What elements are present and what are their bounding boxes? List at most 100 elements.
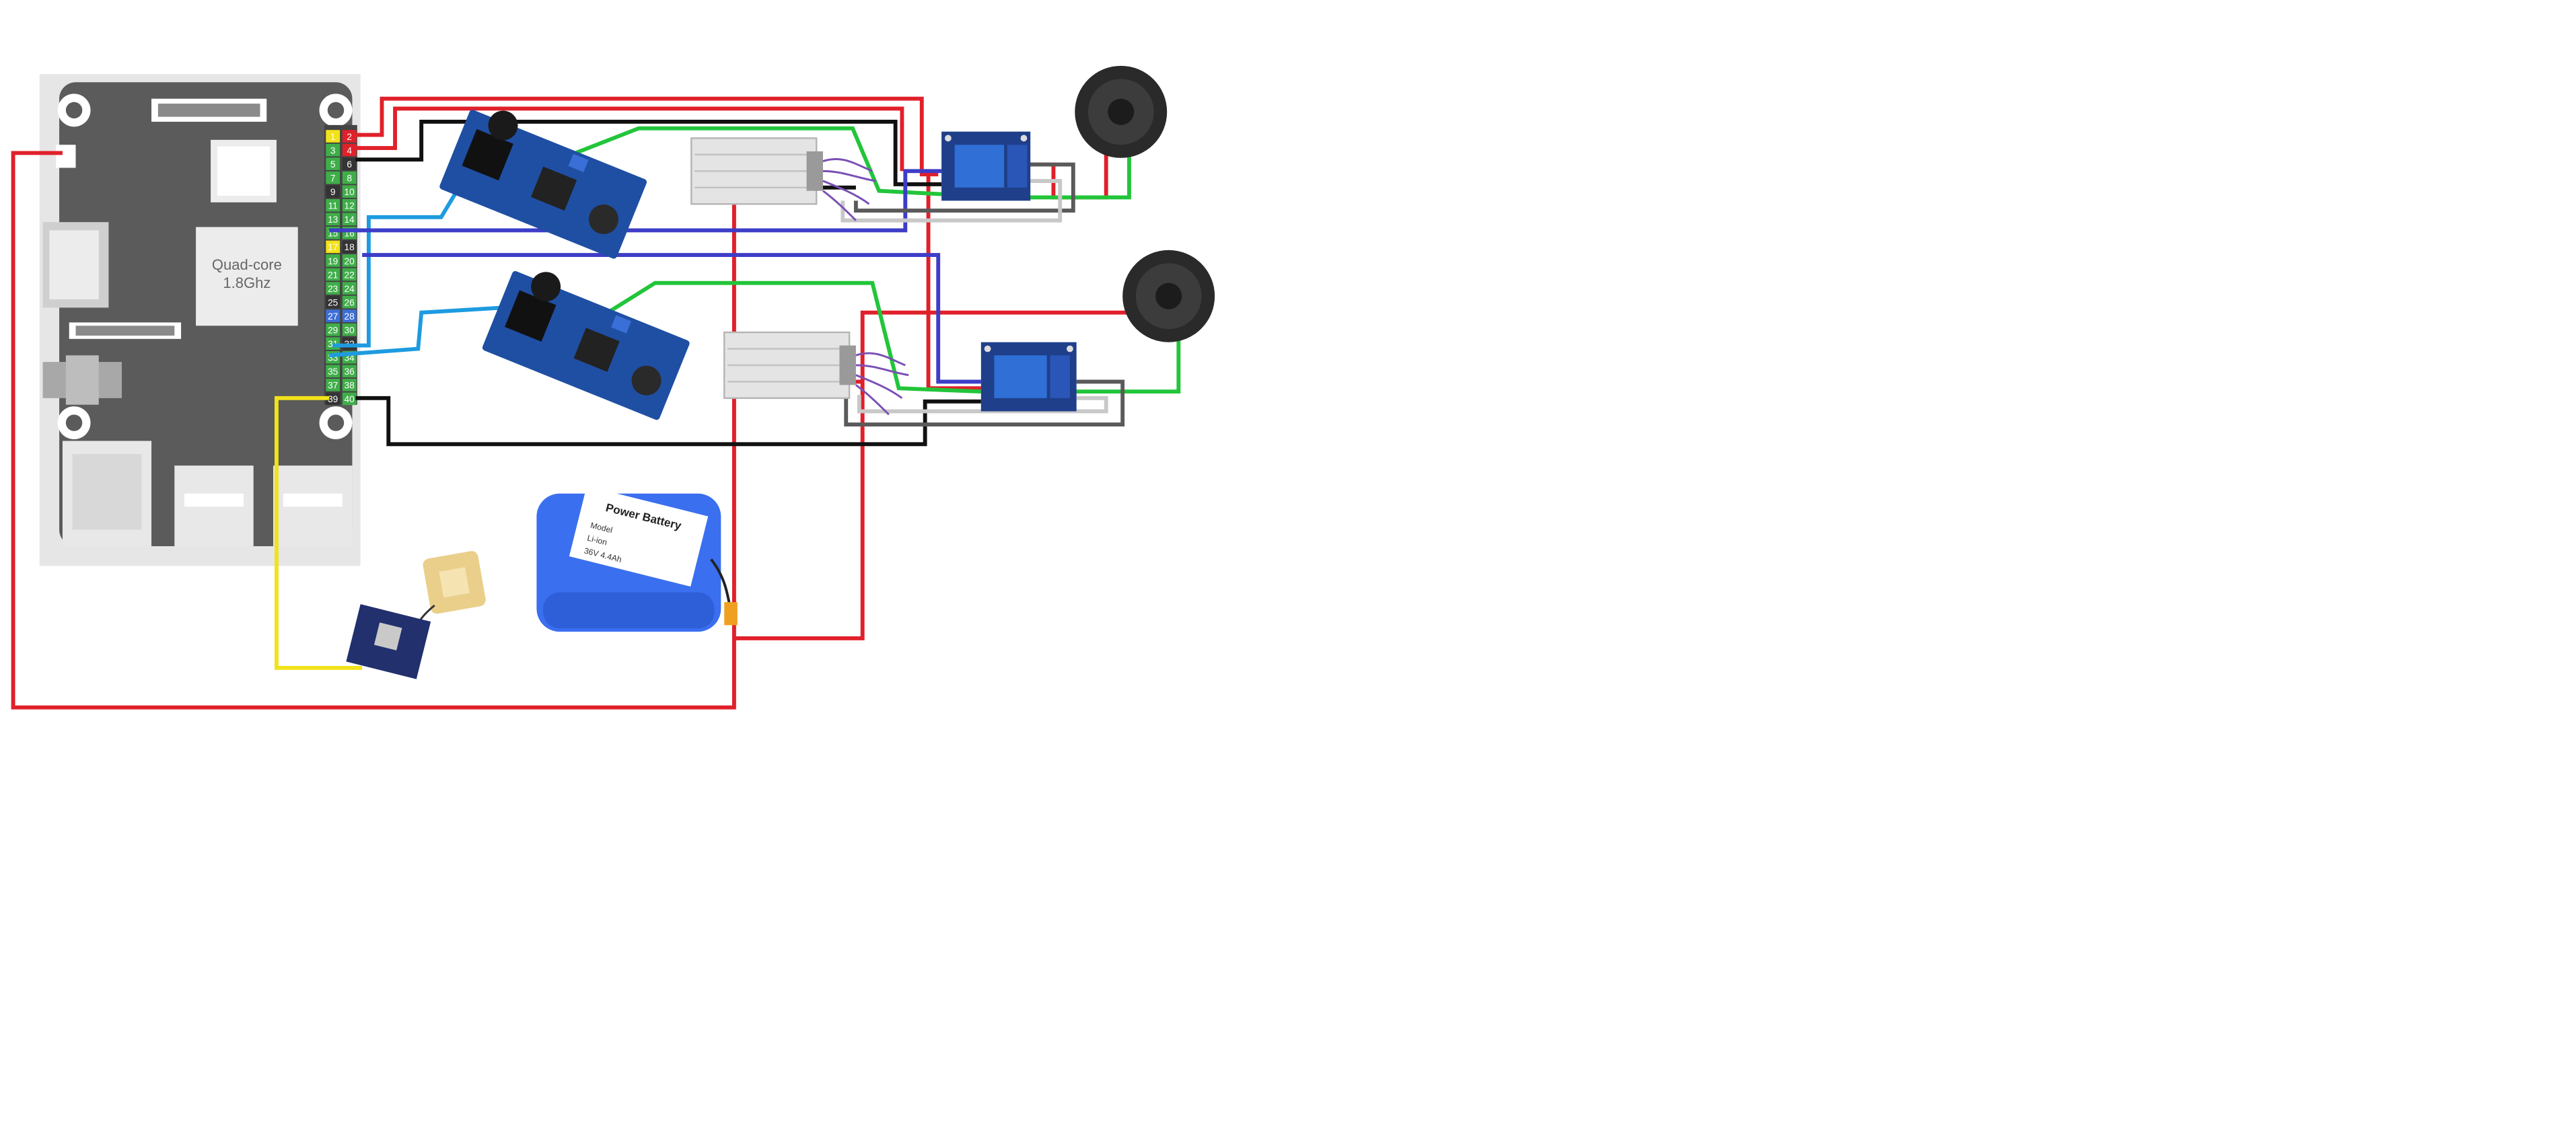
wire-lightgray-2 — [857, 394, 1108, 414]
gpio-pin-left-37: 37 — [328, 381, 338, 391]
buck-converter-1-capacitor — [488, 110, 518, 141]
gpio-pin-left-5: 5 — [330, 159, 336, 170]
gpio-pin-left-35: 35 — [328, 367, 338, 377]
wire-lightgray-1 — [840, 179, 1063, 223]
buck-converter-2 — [482, 270, 690, 420]
gpio-pin-right-10: 10 — [345, 187, 355, 197]
gpio-pin-right-30: 30 — [345, 326, 355, 336]
battery-label-line3: Li-ion — [586, 533, 608, 548]
gpio-pin-right-8-bg — [342, 171, 357, 184]
gpio-pin-right-6: 6 — [347, 159, 352, 170]
display-connector-pins — [157, 104, 260, 117]
relay-module-1-relay — [954, 145, 1005, 188]
gpio-pin-right-26: 26 — [345, 297, 355, 307]
cpu-label-line1: Quad-core — [212, 256, 282, 273]
gpio-pin-left-29-bg — [326, 323, 341, 336]
memory-chip-face — [217, 146, 271, 196]
mounting-hole-inner — [327, 414, 345, 431]
motor-controller-1-end — [806, 151, 824, 191]
relay-module-2-hole — [984, 345, 991, 352]
gpio-pin-left-23-bg — [326, 282, 341, 295]
gpio-pin-left-37-bg — [326, 379, 341, 391]
motor-controller-2 — [723, 331, 909, 416]
gpio-pin-right-8: 8 — [347, 174, 352, 184]
relay-module-1-terminal — [1007, 145, 1028, 188]
motor-controller-1 — [690, 137, 876, 221]
gpio-pin-right-26-bg — [342, 295, 357, 309]
gpio-pin-left-5-bg — [326, 157, 341, 170]
mounting-hole-inner — [327, 102, 345, 119]
gpio-pin-left-21-bg — [326, 268, 341, 281]
gpio-pin-right-28: 28 — [345, 311, 355, 322]
wire-yellow-gps — [274, 396, 363, 670]
relay-module-2-terminal — [1050, 355, 1070, 398]
gps-module — [346, 551, 486, 679]
buck-converter-2-capacitor — [531, 272, 561, 302]
gpio-pin-right-10-bg — [342, 185, 357, 198]
gpio-pin-left-3-bg — [326, 143, 341, 157]
gpio-pin-right-18: 18 — [345, 242, 355, 252]
gpio-pin-right-22: 22 — [345, 270, 355, 280]
wire-green-buck1-relay1 — [562, 126, 942, 196]
motor-controller-2-end — [839, 345, 856, 385]
gpio-pin-right-4: 4 — [347, 145, 352, 155]
gps-chip — [373, 622, 402, 650]
buck-converter-1-potentiometer — [568, 153, 589, 172]
wire-red-battery-esc2 — [734, 270, 1155, 640]
battery-pack: Power Battery Model Li-ion 36V 4.4Ah — [536, 486, 738, 632]
usb-port-2-slot — [283, 493, 343, 507]
mounting-hole-inner — [65, 102, 83, 119]
gpio-pin-left-3: 3 — [330, 145, 336, 155]
gpio-pin-left-7-bg — [326, 171, 341, 184]
gpio-pin-left-17: 17 — [328, 242, 338, 252]
gpio-pin-left-25-bg — [326, 295, 341, 309]
gpio-pin-right-12-bg — [342, 198, 357, 212]
gpio-pin-left-21: 21 — [328, 270, 338, 280]
relay-module-2-relay — [994, 355, 1047, 398]
gpio-pin-left-27: 27 — [328, 311, 338, 322]
relay-module-1-hole — [1020, 135, 1028, 142]
buck-converter-2-inductor — [505, 290, 557, 342]
gpio-pin-right-28-bg — [342, 309, 357, 322]
micro-usb-port — [56, 145, 76, 168]
gpio-pin-right-18-bg — [342, 240, 357, 254]
gpio-pin-right-24-bg — [342, 282, 357, 295]
battery-label: Power Battery Model Li-ion 36V 4.4Ah — [569, 486, 709, 587]
gpio-pin-right-4-bg — [342, 143, 357, 157]
hub-motor-1 — [1075, 65, 1168, 158]
motor-controller-1-leads — [822, 158, 876, 221]
gpio-pin-right-38-bg — [342, 379, 357, 391]
ethernet-port-inner — [72, 454, 142, 530]
buck-converter-1 — [439, 110, 647, 259]
gpio-pin-left-19-bg — [326, 254, 341, 267]
gpio-pin-left-7: 7 — [330, 174, 336, 184]
gpio-pin-left-9: 9 — [330, 187, 336, 197]
gpio-pin-right-2-bg — [342, 130, 357, 143]
buck-converter-2-potentiometer — [611, 315, 632, 334]
gpio-pin-right-14: 14 — [345, 215, 355, 225]
wire-black-bottom — [355, 396, 981, 447]
gpio-pin-right-40: 40 — [345, 394, 355, 404]
relay-module-1-hole — [945, 135, 952, 142]
gpio-pin-left-29: 29 — [328, 326, 338, 336]
cpu-chip — [196, 227, 298, 326]
ribbon-connector-pins — [75, 326, 175, 336]
gpio-pin-left-27-bg — [326, 309, 341, 322]
gpio-pin-right-6-bg — [342, 157, 357, 170]
gpio-pin-right-36: 36 — [345, 367, 355, 377]
gps-antenna-top — [439, 567, 470, 598]
gpio-pin-right-14-bg — [342, 213, 357, 226]
wire-gray-1 — [853, 162, 1075, 213]
buck-converter-1-inductor — [462, 128, 513, 181]
battery-shadow — [543, 592, 715, 629]
wire-red-top-2 — [355, 106, 904, 172]
mounting-hole-inner — [65, 414, 83, 431]
wire-gray-2 — [844, 379, 1125, 426]
motor-controller-2-leads — [855, 352, 909, 416]
gpio-pin-left-1-bg — [326, 130, 341, 143]
gpio-pin-right-36-bg — [342, 365, 357, 378]
gpio-pin-left-23: 23 — [328, 284, 338, 294]
gpio-pin-left-35-bg — [326, 365, 341, 378]
audio-jack-body — [65, 355, 99, 405]
